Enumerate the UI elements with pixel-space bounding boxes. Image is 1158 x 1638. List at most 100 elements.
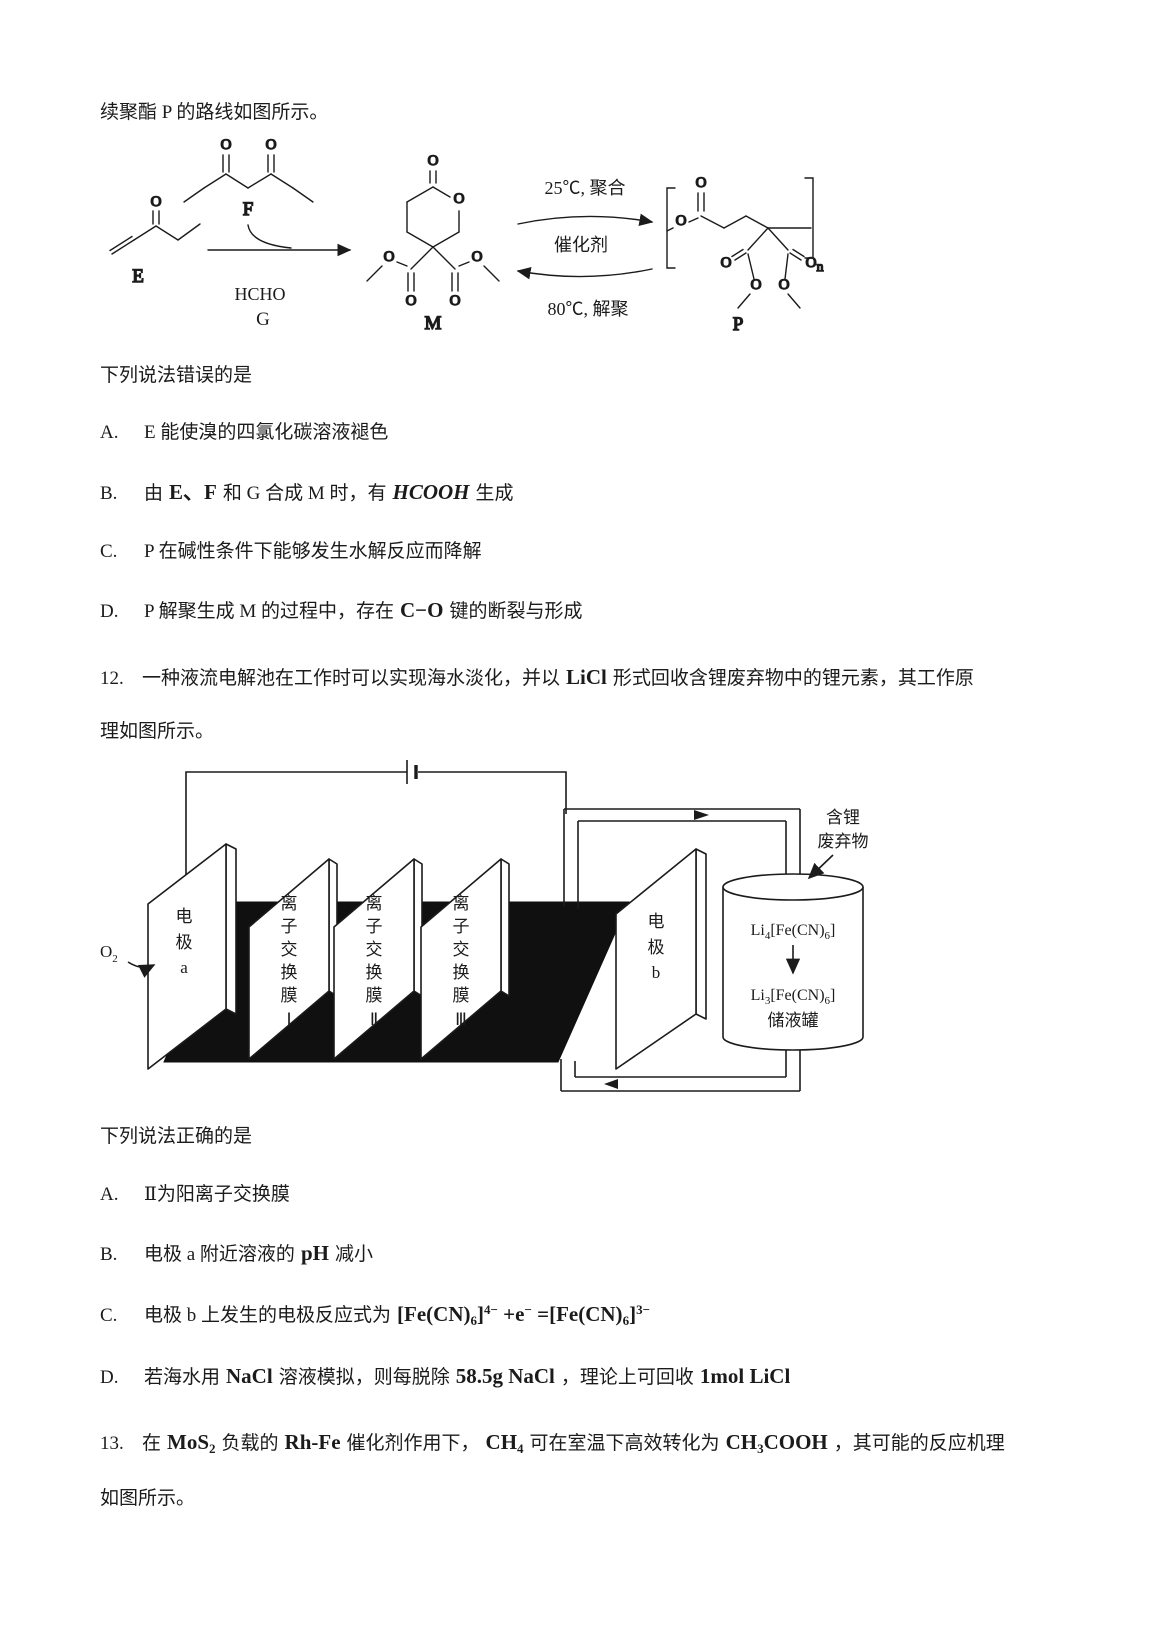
tank-label: 储液罐 [768,1011,819,1030]
formula-part: ] [629,1302,637,1327]
atom-o: O [454,191,465,207]
formula-sup: − [524,1302,532,1318]
q12-option-a: A. Ⅱ为阳离子交换膜 [100,1182,1062,1208]
text-run: ，其可能的反应机理 [833,1433,1005,1455]
formula-part: [Fe(CN) [770,922,824,939]
formula: CH4 [486,1430,524,1457]
reverse-arrow [516,266,653,280]
text-run: 由 [144,482,164,504]
reagent-curve-arrow [247,223,292,249]
electrode-a: 电 极 a [147,843,237,1070]
q11-stem: 下列说法错误的是 [100,364,253,386]
formula: LiCl [566,664,607,689]
membrane-3-char: Ⅲ [455,1010,467,1029]
q11-option-c: C. P 在碱性条件下能够发生水解反应而降解 [100,539,1062,565]
option-label: B. [100,482,118,504]
membrane-2-char: 子 [366,917,383,936]
atom-o: O [221,137,232,153]
condition-catalyst: 催化剂 [554,235,608,255]
q12-stem-line2: 理如图所示。 [100,721,215,743]
membrane-3-char: 离 [453,894,470,913]
atom-o: O [406,293,417,309]
electrode-b-char: 电 [648,912,665,931]
waste-text-2: 废弃物 [818,832,869,851]
formula: [Fe(CN)6]4− +e− =[Fe(CN)6]3− [397,1302,650,1329]
formula-sub: 4 [517,1441,524,1457]
molecule-m: O O O O O O M [366,152,500,334]
membrane-2-char: 换 [366,963,383,982]
text-run: 和 G 合成 M 时，有 [222,482,387,504]
li3-formula: Li3[Fe(CN)6] [751,987,836,1007]
formula: 58.5g NaCl [455,1363,555,1388]
waste-text-1: 含锂 [826,808,860,827]
atom-o: O [266,137,277,153]
formula-sup: 4− [483,1302,498,1318]
storage-tank: Li4[Fe(CN)6] Li3[Fe(CN)6] 储液罐 [722,873,864,1051]
q13-stem-line2: 如图所示。 [100,1487,196,1509]
formula: E、F [169,479,217,504]
o2-subscript: 2 [112,953,118,965]
question-number: 12. [100,667,124,689]
formula-sub: 2 [209,1441,216,1457]
molecule-e: O E [109,193,201,287]
membrane-1: 离 子 交 换 膜 Ⅰ [248,858,338,1060]
text-run: ，理论上可回收 [560,1366,694,1388]
hcho-label: HCHO [234,284,285,304]
text-run: 若海水用 [144,1366,221,1388]
atom-o: O [721,255,732,271]
text-run: 电极 a 附近溶液的 [144,1244,295,1266]
o2-symbol: O [100,942,112,961]
question-number: 13. [100,1433,124,1455]
formula: NaCl [226,1363,273,1388]
circuit-wires [185,760,567,876]
option-label: A. [100,1183,119,1205]
atom-o: O [751,277,762,293]
atom-o: O [779,277,790,293]
formula: C−O [400,598,444,623]
membrane-1-char: 离 [281,894,298,913]
reaction-scheme-diagram: O E O O F HCHO G O [109,136,824,335]
tank-lid [722,873,864,901]
formula-part: +e [497,1302,525,1327]
formula-sub: 3 [757,1441,764,1457]
electrode-a-char: 电 [176,907,193,926]
formula-part: Li [751,987,766,1004]
membrane-3: 离 子 交 换 膜 Ⅲ [420,858,510,1060]
formula-part: COOH [763,1430,828,1455]
option-text: E 能使溴的四氯化碳溶液褪色 [144,422,389,444]
text-run: 催化剂作用下， [346,1433,480,1455]
waste-label: 含锂 废弃物 [807,808,869,880]
atom-o: O [450,293,461,309]
label-p: P [733,314,744,335]
formula-part: CH [725,1430,758,1455]
option-label: A. [100,422,119,444]
waste-arrow [807,854,834,880]
formula: Rh-Fe [284,1430,341,1455]
condition-depolymerize: 80℃, 解聚 [548,299,629,319]
atom-o: O [696,175,707,191]
membrane-3-char: 交 [453,940,470,959]
formula: pH [300,1241,329,1266]
text-run: 形式回收含锂废弃物中的锂元素，其工作原 [612,667,974,689]
q12-option-c: C. 电极 b 上发生的电极反应式为[Fe(CN)6]4− +e− =[Fe(C… [100,1300,1062,1330]
formula: MoS2 [167,1430,216,1457]
formula-sub: 6 [470,1313,477,1329]
option-label: C. [100,1305,118,1327]
electrode-a-char: a [180,958,188,977]
formula-part: ] [830,987,835,1004]
pipe-top [563,808,801,910]
formula-part: ] [476,1302,484,1327]
membrane-1-char: 子 [281,917,298,936]
atom-o: O [806,255,817,271]
right-bracket [804,176,814,259]
atom-o: O [384,249,395,265]
formula-part: ] [830,922,835,939]
membrane-2-char: 交 [366,940,383,959]
